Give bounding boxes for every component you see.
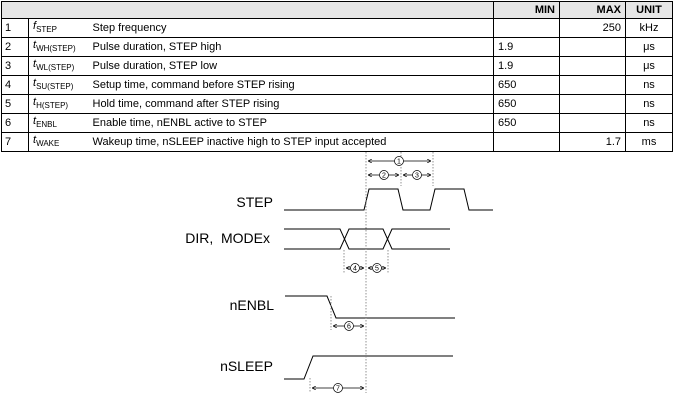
parameter-description: Hold time, command after STEP rising: [88, 94, 494, 114]
dimension-arrows: [312, 161, 431, 388]
symbol-main: f: [33, 20, 37, 32]
label-step: STEP: [236, 194, 273, 210]
symbol-main: t: [33, 39, 37, 51]
parameter-symbol: tENBL: [28, 113, 89, 133]
marker-circles: 1 2 3 4 5 6 7: [333, 156, 422, 393]
marker-7: 7: [333, 383, 343, 393]
marker-1: 1: [394, 156, 404, 166]
table-header-row: MIN MAX UNIT: [1, 1, 673, 19]
header-min: MIN: [493, 1, 560, 19]
svg-text:6: 6: [347, 324, 351, 331]
symbol-main: t: [33, 58, 37, 70]
value-min: 1.9: [493, 56, 560, 76]
symbol-subscript: SU(STEP): [36, 82, 74, 91]
marker-3: 3: [412, 170, 422, 180]
svg-text:2: 2: [382, 173, 386, 180]
label-nsleep: nSLEEP: [220, 358, 273, 374]
nenbl-waveform: [285, 295, 455, 319]
value-max: 1.7: [559, 132, 626, 152]
value-unit: μs: [625, 56, 673, 76]
label-dir-modex: DIR, MODEx: [185, 230, 270, 246]
guide-lines: [309, 152, 434, 393]
symbol-main: t: [33, 134, 37, 146]
header-blank: [1, 1, 494, 19]
symbol-main: t: [33, 77, 37, 89]
symbol-main: t: [33, 115, 37, 127]
value-max: 250: [559, 18, 626, 38]
label-nenbl: nENBL: [230, 297, 275, 313]
svg-text:3: 3: [415, 173, 419, 180]
value-unit: ms: [625, 132, 673, 152]
svg-text:5: 5: [375, 266, 379, 273]
symbol-main: t: [33, 96, 37, 108]
symbol-subscript: WAKE: [36, 139, 60, 148]
symbol-subscript: WH(STEP): [36, 44, 76, 53]
svg-text:1: 1: [397, 159, 401, 166]
symbol-subscript: H(STEP): [36, 101, 69, 110]
nsleep-waveform: [284, 355, 453, 380]
svg-text:4: 4: [353, 266, 357, 273]
dir-modex-waveform: [284, 228, 450, 250]
parameter-description: Wakeup time, nSLEEP inactive high to STE…: [88, 132, 494, 152]
svg-text:7: 7: [336, 386, 340, 393]
header-unit: UNIT: [625, 1, 673, 19]
marker-6: 6: [344, 321, 354, 331]
marker-4: 4: [350, 263, 360, 273]
symbol-subscript: ENBL: [36, 120, 57, 129]
step-waveform: [284, 188, 493, 211]
marker-2: 2: [379, 170, 389, 180]
symbol-subscript: STEP: [36, 25, 57, 34]
parameter-symbol: tWAKE: [28, 132, 89, 152]
symbol-subscript: WL(STEP): [36, 63, 75, 72]
marker-5: 5: [372, 263, 382, 273]
